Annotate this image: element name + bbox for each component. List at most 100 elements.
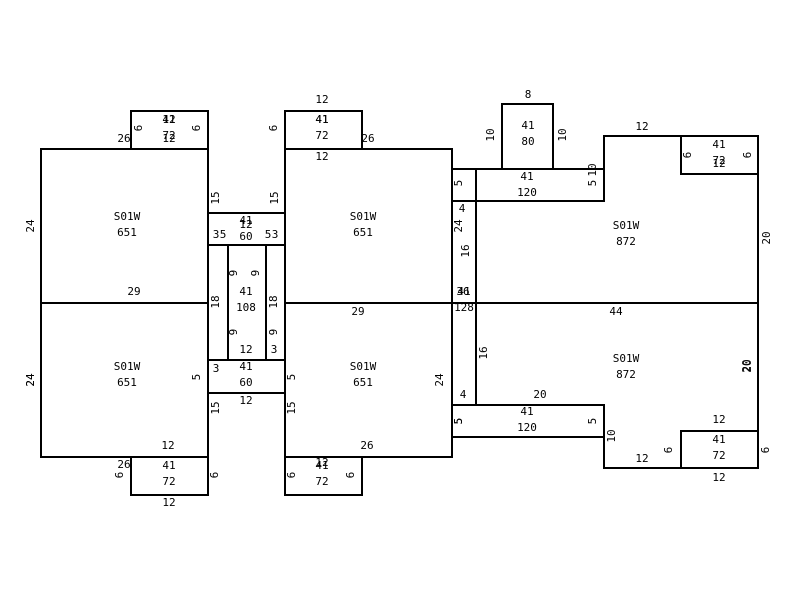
dimension-label: 9 xyxy=(267,329,280,336)
room-area: 651 xyxy=(353,376,373,389)
dimension-label: 12 xyxy=(162,496,175,509)
room-name: 41 xyxy=(457,285,470,298)
room-name: 41 xyxy=(521,119,534,132)
dimension-label: 12 xyxy=(239,343,252,356)
dimension-label: 5 xyxy=(452,180,465,187)
dimension-label: 3 xyxy=(213,228,220,241)
room-area: 72 xyxy=(315,475,328,488)
dimension-label: 36 xyxy=(456,285,469,298)
room-outline xyxy=(284,110,363,150)
room-area: 108 xyxy=(236,301,256,314)
dimension-label: 12 xyxy=(712,157,725,170)
dimension-label: 8 xyxy=(525,88,532,101)
dimension-label: 10 xyxy=(556,128,569,141)
room-name: S01W xyxy=(613,352,640,365)
dimension-label: 6 xyxy=(344,472,357,479)
dimension-label: 26 xyxy=(361,132,374,145)
room-area: 60 xyxy=(239,230,252,243)
dimension-label: 12 xyxy=(162,132,175,145)
dimension-label: 26 xyxy=(360,439,373,452)
dimension-label: 12 xyxy=(315,93,328,106)
room-outline xyxy=(284,456,363,496)
room-area: 651 xyxy=(117,226,137,239)
dimension-label: 4 xyxy=(460,388,467,401)
room-labels: S01W651S01W651S01W651S01W651S01W872S01W8… xyxy=(114,113,726,488)
room-area: 872 xyxy=(616,235,636,248)
dimension-label: 12 xyxy=(162,113,175,126)
dimension-label: 12 xyxy=(315,456,328,469)
room-area: 80 xyxy=(521,135,534,148)
dimension-label: 6 xyxy=(113,472,126,479)
dimension-label: 26 xyxy=(117,458,130,471)
room-outline xyxy=(227,244,267,361)
dimension-label: 5 xyxy=(285,374,298,381)
dimension-label: 12 xyxy=(315,150,328,163)
room-area: 72 xyxy=(162,475,175,488)
room-name: 41 xyxy=(712,433,725,446)
room-name: S01W xyxy=(114,210,141,223)
dimension-label: 12 xyxy=(239,218,252,231)
room-name: 41 xyxy=(520,405,533,418)
dimension-label: 5 xyxy=(452,418,465,425)
dimension-label: 24 xyxy=(24,373,37,387)
room-area: 120 xyxy=(517,421,537,434)
room-outline xyxy=(451,200,477,406)
room-area: 120 xyxy=(517,186,537,199)
room-area: 128 xyxy=(454,301,474,314)
dimension-label: 6 xyxy=(662,447,675,454)
room-name: 41 xyxy=(315,113,328,126)
dimension-label: 16 xyxy=(459,244,472,257)
dimension-label: 20 xyxy=(741,359,754,372)
room-name: 41 xyxy=(712,138,725,151)
dimension-label: 5 xyxy=(452,418,465,425)
dimension-label: 6 xyxy=(190,125,203,132)
dimension-label: 24 xyxy=(452,219,465,233)
dimension-label: 20 xyxy=(760,231,773,244)
room-name: S01W xyxy=(350,360,377,373)
dimension-label: 5 xyxy=(265,228,272,241)
room-area: 60 xyxy=(239,376,252,389)
room-area: 651 xyxy=(117,376,137,389)
room-area: 872 xyxy=(616,368,636,381)
dimension-label: 20 xyxy=(533,388,546,401)
dimension-label: 26 xyxy=(117,132,130,145)
dimension-label: 15 xyxy=(268,191,281,204)
room-name: 41 xyxy=(239,214,252,227)
dimension-label: 12 xyxy=(161,439,174,452)
dimension-label: 6 xyxy=(208,472,221,479)
dimension-label: 12 xyxy=(635,120,648,133)
room-name: 41 xyxy=(239,360,252,373)
room-outline xyxy=(680,135,759,175)
room-name: 41 xyxy=(162,113,175,126)
dimension-label: 5 xyxy=(190,374,203,381)
dimension-label: 9 xyxy=(227,270,240,277)
dimension-label: 44 xyxy=(609,305,623,318)
dimension-label: 6 xyxy=(759,447,772,454)
room-name: S01W xyxy=(114,360,141,373)
dimension-label: 5 xyxy=(220,228,227,241)
dimension-label: 15 xyxy=(285,401,298,414)
room-name: S01W xyxy=(350,210,377,223)
room-outline xyxy=(451,404,605,438)
dimension-label: 29 xyxy=(127,285,140,298)
room-name: 41 xyxy=(239,285,252,298)
dimension-label: 10 xyxy=(586,163,599,176)
room-name: 41 xyxy=(315,459,328,472)
room-name: 41 xyxy=(520,170,533,183)
dimension-label: 5 xyxy=(586,180,599,187)
dimension-label: 6 xyxy=(267,125,280,132)
dimension-label: 41 xyxy=(315,113,328,126)
room-area: 72 xyxy=(712,154,725,167)
dimension-label: 18 xyxy=(267,295,280,308)
dimension-label: 24 xyxy=(433,373,446,387)
dimension-label: 24 xyxy=(24,373,37,387)
dimension-label: 18 xyxy=(209,295,222,308)
room-outline xyxy=(130,456,209,496)
walls xyxy=(40,103,759,496)
dimension-label: 3 xyxy=(272,228,279,241)
dimension-label: 3 xyxy=(213,362,220,375)
room-outline xyxy=(130,110,209,150)
dimension-label: 12 xyxy=(239,394,252,407)
dimension-label: 6 xyxy=(741,152,754,159)
